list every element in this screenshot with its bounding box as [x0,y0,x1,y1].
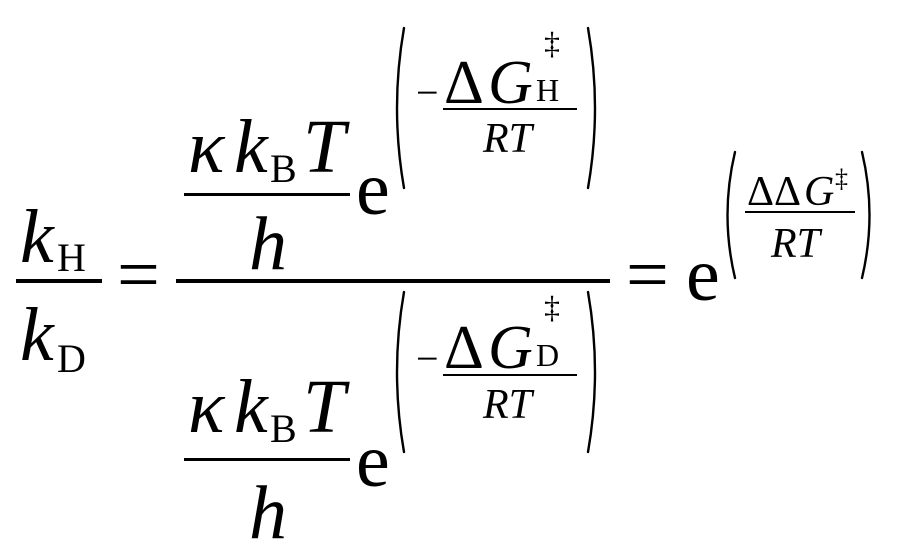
exponential-e: e [356,419,390,503]
lhs-fraction-bar [16,279,102,283]
exponent-fraction-bar [443,374,577,376]
rhs-delta-delta: ΔΔ [747,169,801,215]
exponent-G: G [488,49,533,117]
exponent-delta: Δ [444,314,484,382]
boltzmann-subscript: B [270,146,297,191]
rhs-right-paren [860,150,871,280]
rhs-G: G [804,169,834,215]
numerator-inner-fraction-bar [184,193,350,196]
rhs-exponential: e ΔΔ G ‡ RT [686,150,871,317]
temperature-T: T [303,105,350,189]
exponent-minus: − [416,70,439,115]
exponent-double-dagger: ‡ [544,25,560,61]
exponent-G: G [488,314,533,382]
rhs-fraction-bar [745,211,855,213]
rhs-exponential-e: e [686,233,720,317]
exponent-fraction-bar [443,108,577,110]
main-fraction-bar [176,279,610,283]
lhs-denominator-k: k [20,293,55,377]
rhs-double-dagger: ‡ [835,164,848,193]
middle-fraction: κ k B T h e − Δ G ‡ H RT κ k B T h [176,25,610,555]
lhs-fraction: k H k D [16,195,102,381]
exponent-subscript: H [536,72,559,108]
lhs-numerator-k: k [20,195,55,279]
boltzmann-subscript: B [270,406,297,451]
exponent-left-paren [395,26,406,190]
lhs-numerator-subscript: H [57,235,86,280]
exponent-RT: RT [482,116,535,162]
exponent-RT: RT [482,382,535,428]
boltzmann-k: k [234,365,269,449]
exponent-left-paren [395,290,406,454]
exponent-minus: − [416,336,439,381]
exponent-subscript: D [536,337,559,373]
boltzmann-k: k [234,105,269,189]
exponent-delta: Δ [444,49,484,117]
lhs-denominator-subscript: D [57,336,86,381]
exponent-double-dagger: ‡ [544,289,560,325]
kappa-symbol: κ [188,105,226,189]
denominator-inner-fraction-bar [184,458,350,461]
planck-h: h [249,471,287,555]
rhs-RT: RT [770,221,823,267]
equals-sign-2: = [626,233,669,317]
middle-numerator: κ k B T h e − Δ G ‡ H RT [184,25,597,286]
exponent-right-paren [586,290,597,454]
kappa-symbol: κ [188,365,226,449]
temperature-T: T [303,365,350,449]
planck-h: h [249,202,287,286]
rhs-left-paren [726,150,737,280]
equals-sign-1: = [117,233,160,317]
exponent-right-paren [586,26,597,190]
middle-denominator: κ k B T h e − Δ G ‡ D RT [184,289,597,555]
exponential-e: e [356,147,390,231]
